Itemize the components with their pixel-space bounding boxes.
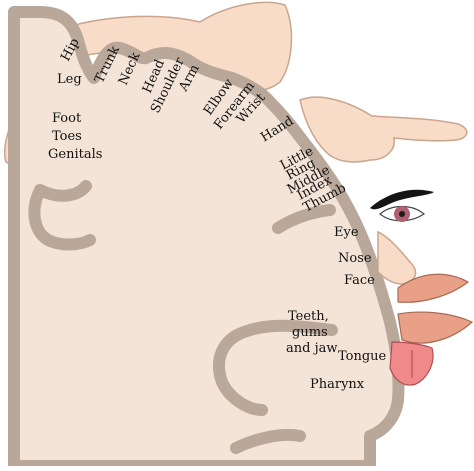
cortex-sulci (28, 180, 338, 454)
label-pharynx: Pharynx (310, 377, 365, 392)
label-eye: Eye (334, 225, 359, 240)
tongue-illustration (389, 341, 434, 386)
hand-illustration (299, 96, 468, 163)
eye-illustration (370, 189, 434, 222)
label-genitals: Genitals (48, 147, 102, 162)
cortex-strip (8, 6, 405, 471)
label-toes: Toes (52, 129, 82, 144)
lips-illustration (397, 273, 474, 344)
label-teeth-line2: gums (292, 325, 328, 340)
label-foot: Foot (52, 111, 82, 126)
label-leg: Leg (57, 72, 82, 87)
label-teeth-line3: and jaw (286, 341, 338, 356)
label-nose: Nose (338, 251, 372, 266)
label-face: Face (344, 273, 375, 288)
nose-illustration (377, 230, 417, 285)
label-tongue: Tongue (338, 349, 387, 364)
label-teeth-line1: Teeth, (288, 309, 329, 324)
